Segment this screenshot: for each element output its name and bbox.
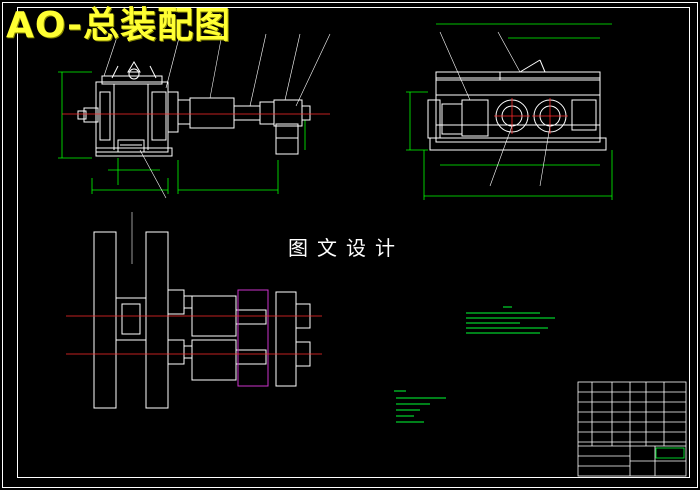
front-view [58,33,331,199]
plan-view [66,212,322,409]
title-block [577,381,687,477]
inner-frame [17,7,690,478]
watermark-text: 图文设计 [288,236,404,260]
drawing-title: AO-总装配图 [6,5,232,46]
technical-notes [466,306,555,334]
specification-notes [394,390,446,423]
side-view [406,23,613,200]
